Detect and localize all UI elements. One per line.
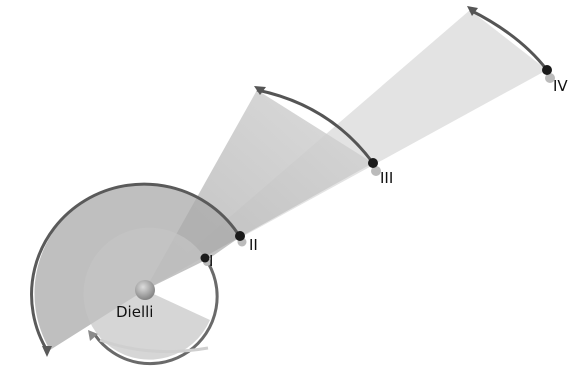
arc-iii-arrowhead <box>254 86 266 95</box>
arc-iv-arrowhead <box>467 6 478 16</box>
arc-iii <box>256 88 375 164</box>
point-iii-label: III <box>380 169 393 187</box>
inner-arc-arrowhead <box>88 330 98 341</box>
point-iv-shadow <box>545 73 555 83</box>
point-iii-shadow <box>371 166 381 176</box>
point-iii-marker <box>368 158 378 168</box>
point-i-marker <box>200 253 210 263</box>
sun-circle <box>135 280 155 300</box>
point-ii-label: II <box>249 236 258 254</box>
point-iv-label: IV <box>553 77 568 95</box>
inner-orbit-ring-tail <box>99 338 209 354</box>
point-iv-marker <box>542 65 552 75</box>
sun-label: Dielli <box>116 303 153 321</box>
point-i-label: I <box>209 252 213 270</box>
arc-iv <box>469 8 549 71</box>
point-ii-marker <box>235 231 245 241</box>
outer-arc-arrowhead <box>42 346 52 357</box>
outer-orbit-arc <box>30 182 242 353</box>
